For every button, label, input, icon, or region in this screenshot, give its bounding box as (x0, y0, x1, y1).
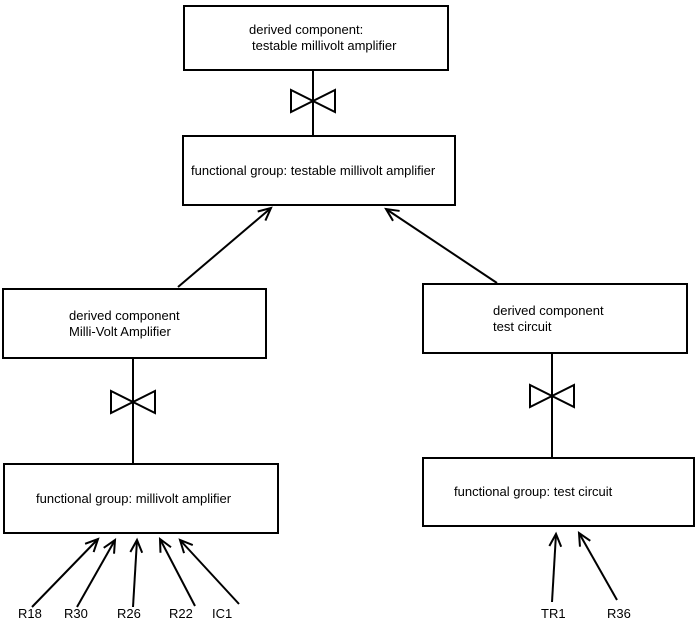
right-functional-label: functional group: test circuit (454, 484, 613, 499)
mid-functional-label: functional group: testable millivolt amp… (191, 162, 436, 178)
right-derived-component-box: derived component test circuit (422, 283, 688, 354)
top-derived-line1: derived component: (249, 22, 364, 37)
component-label-r18: R18 (18, 606, 42, 621)
left-derived-line1: derived component (69, 307, 180, 323)
edge-r18-arrow (31, 537, 100, 608)
edge-tr1-arrow (548, 531, 563, 603)
plain-connectors (132, 71, 553, 463)
edge-r26-arrow (129, 537, 144, 608)
left-functional-group-box: functional group: millivolt amplifier (3, 463, 279, 534)
arrow-connectors (31, 206, 618, 608)
component-label-r26: R26 (117, 606, 141, 621)
left-derived-line2: Milli-Volt Amplifier (69, 323, 171, 339)
edge-r36-arrow (577, 530, 618, 601)
bowtie-icon-right (529, 383, 575, 409)
component-label-r22: R22 (169, 606, 193, 621)
top-derived-component-box: derived component: testable millivolt am… (183, 5, 449, 71)
component-label-r36: R36 (607, 606, 631, 621)
top-derived-line2: testable millivolt amplifier (252, 38, 397, 53)
component-label-ic1: IC1 (212, 606, 233, 621)
edge-r30-arrow (76, 537, 117, 608)
edge-r22-arrow (158, 536, 196, 607)
right-derived-line1: derived component (493, 302, 604, 318)
bowtie-icon-left (110, 389, 156, 415)
bowtie-icon-top (290, 88, 336, 114)
edge-left-derived-to-mid-fg-arrow (177, 206, 273, 288)
component-label-r30: R30 (64, 606, 88, 621)
mid-functional-group-box: functional group: testable millivolt amp… (182, 135, 456, 206)
edge-right-derived-to-mid-fg-arrow (384, 207, 498, 284)
bowtie-symbols (110, 88, 575, 415)
left-functional-label: functional group: millivolt amplifier (36, 490, 232, 506)
right-functional-group-box: functional group: test circuit (422, 457, 695, 527)
right-derived-line2: test circuit (493, 318, 552, 334)
edge-ic1-arrow (178, 538, 240, 605)
left-derived-component-box: derived component Milli-Volt Amplifier (2, 288, 267, 359)
component-label-tr1: TR1 (541, 606, 566, 621)
